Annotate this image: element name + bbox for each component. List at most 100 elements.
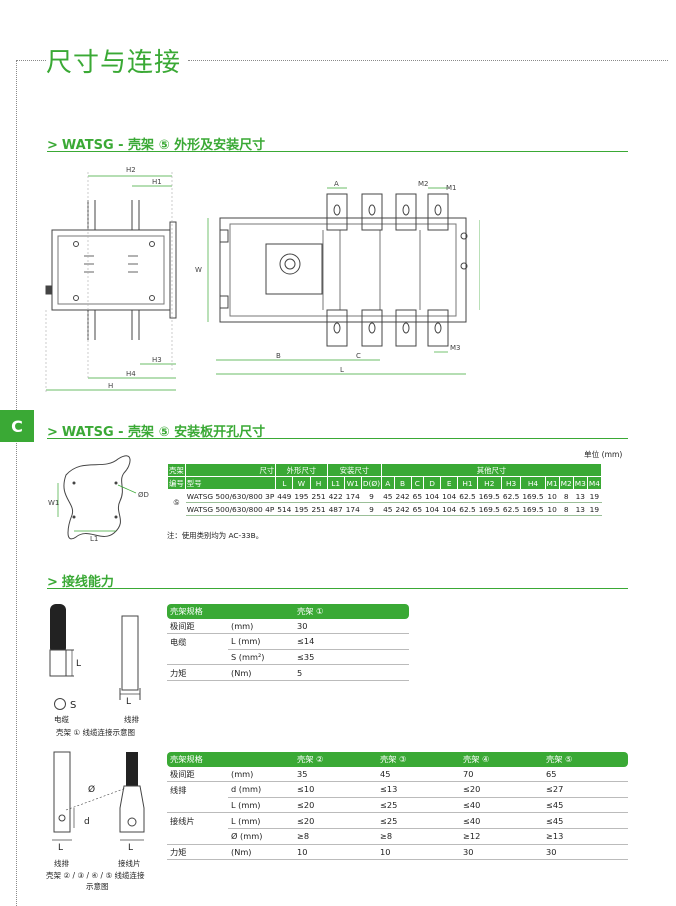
spec-param: (mm) xyxy=(228,618,294,635)
dimension-value: 65 xyxy=(410,502,425,516)
dimension-value: 169.5 xyxy=(476,502,502,516)
dimension-value: 169.5 xyxy=(476,489,502,503)
spec-name: 电缆 xyxy=(170,636,187,647)
header-frame: 壳架 xyxy=(167,463,186,477)
spec-header-frame: 壳架规格 xyxy=(167,752,228,767)
column-header: C xyxy=(410,476,425,490)
spec-header-frame2: 壳架 ② xyxy=(294,752,377,767)
spec-param: Ø (mm) xyxy=(228,828,294,845)
section-title: 接线能力 xyxy=(61,575,114,590)
dimension-value: 45 xyxy=(381,502,395,516)
dimension-value: 62.5 xyxy=(500,489,522,503)
dimension-value: 422 xyxy=(326,489,345,503)
spec-value: ≤45 xyxy=(543,812,628,829)
dimension-value: 104 xyxy=(440,502,459,516)
dimension-value: 65 xyxy=(410,489,425,503)
spec-value: ≤25 xyxy=(377,812,460,829)
dimension-value: 195 xyxy=(292,489,311,503)
section-heading-cutout: >WATSG - 壳架 ⑤ 安装板开孔尺寸 xyxy=(47,421,265,440)
dimension-value: 242 xyxy=(393,489,412,503)
spec-value: 35 xyxy=(294,766,377,783)
dimension-value: 62.5 xyxy=(500,502,522,516)
column-header: W xyxy=(292,476,311,490)
dim-label-h4: H4 xyxy=(126,370,136,378)
spec-value: ≥13 xyxy=(543,828,628,845)
dimension-value: 9 xyxy=(360,489,383,503)
dimension-value: 104 xyxy=(440,489,459,503)
spec-param: L (mm) xyxy=(228,812,294,829)
dim-label-b: B xyxy=(276,352,281,360)
spec-name: 极间距 xyxy=(167,766,228,783)
column-header: M2 xyxy=(558,476,574,490)
dimension-value: 195 xyxy=(292,502,311,516)
section-heading-dimensions: >WATSG - 壳架 ⑤ 外形及安装尺寸 xyxy=(47,134,265,153)
dim-label-h2: H2 xyxy=(126,166,136,174)
model-name: WATSG 500/630/800 4P xyxy=(184,502,277,516)
cable-section-label: S xyxy=(70,700,76,711)
header-dimension: 尺寸 xyxy=(184,463,277,477)
lug-l-label: L xyxy=(128,843,133,853)
model-name: WATSG 500/630/800 3P xyxy=(184,489,277,503)
spec-value: ≤10 xyxy=(294,781,377,798)
section-arrow-icon: > xyxy=(47,138,58,153)
spec-value: ≤40 xyxy=(460,797,543,814)
spec-value: ≤35 xyxy=(294,649,409,666)
dim-label-l: L xyxy=(340,366,344,374)
column-header: H2 xyxy=(476,476,502,490)
spec-param: L (mm) xyxy=(228,633,294,650)
cutout-label-d: ØD xyxy=(138,491,149,499)
lower-terminals xyxy=(326,309,449,347)
spec-param: (Nm) xyxy=(228,844,294,861)
column-header: L1 xyxy=(326,476,345,490)
dimension-value: 10 xyxy=(544,502,560,516)
dimension-value: 514 xyxy=(275,502,294,516)
dimension-value: 251 xyxy=(309,489,328,503)
dimension-value: 9 xyxy=(360,502,383,516)
dim-label-a: A xyxy=(334,180,339,188)
spec-name: 线排 xyxy=(170,784,187,795)
column-header: M3 xyxy=(572,476,588,490)
spec-value: 30 xyxy=(460,844,543,861)
spec-name xyxy=(167,797,228,814)
column-header: W1 xyxy=(343,476,362,490)
chapter-tab[interactable]: C xyxy=(0,410,34,442)
cutout-label-w1: W1 xyxy=(48,499,59,507)
column-header: H3 xyxy=(500,476,522,490)
bar-caption: 线排 xyxy=(54,858,69,868)
spec-name: 接线片 xyxy=(170,815,195,826)
dim-label-h1: H1 xyxy=(152,178,162,186)
dim-label-h3: H3 xyxy=(152,356,162,364)
spec-value: ≤13 xyxy=(377,781,460,798)
dimension-value: 104 xyxy=(423,489,442,503)
dimension-value: 62.5 xyxy=(457,489,478,503)
column-header: M1 xyxy=(544,476,560,490)
header-outer-dims: 外形尺寸 xyxy=(275,463,328,477)
dimension-value: 62.5 xyxy=(457,502,478,516)
column-header: E xyxy=(440,476,459,490)
section-rule xyxy=(47,151,628,152)
spec-value: 10 xyxy=(377,844,460,861)
spec-param: L (mm) xyxy=(228,797,294,814)
dim-label-c: C xyxy=(356,352,361,360)
spec-value: ≥8 xyxy=(377,828,460,845)
header-other-dims: 其他尺寸 xyxy=(381,463,602,477)
left-margin-rule xyxy=(16,60,17,906)
column-header: H1 xyxy=(457,476,478,490)
spec-value: ≤25 xyxy=(377,797,460,814)
spec-param: S (mm²) xyxy=(228,649,294,666)
section-rule xyxy=(47,438,628,439)
header-model: 型号 xyxy=(184,476,277,490)
bar-l-label: L xyxy=(58,843,63,853)
title-rule-left xyxy=(16,60,46,61)
spec-value: ≥8 xyxy=(294,828,377,845)
page-title: 尺寸与连接 xyxy=(46,48,182,78)
spec-value: ≤40 xyxy=(460,812,543,829)
lug-caption: 接线片 xyxy=(118,858,141,868)
section-heading-wiring: >接线能力 xyxy=(47,571,114,590)
spec-param: (Nm) xyxy=(228,664,294,681)
dimension-value: 487 xyxy=(326,502,345,516)
side-view-panel xyxy=(57,235,165,305)
spec-value: ≤14 xyxy=(294,633,409,650)
dimension-value: 19 xyxy=(586,502,602,516)
